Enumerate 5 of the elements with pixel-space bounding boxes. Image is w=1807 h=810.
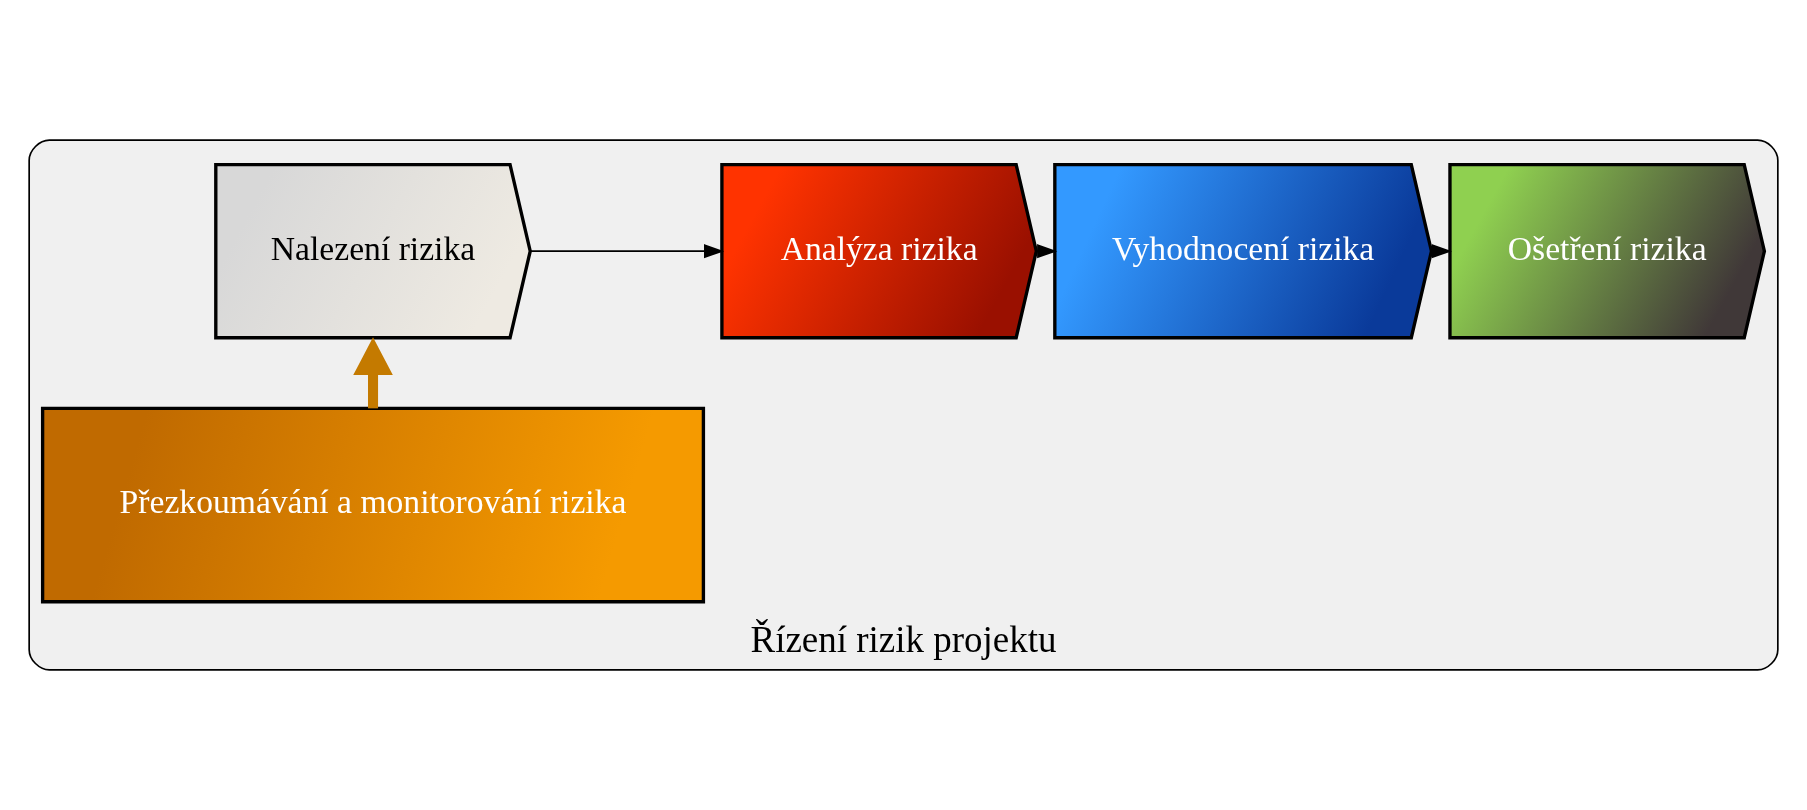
arrow (353, 337, 393, 409)
arrow (529, 244, 725, 259)
arrow (1037, 244, 1058, 259)
node-box: Přezkoumávání a monitorování rizika (40, 406, 706, 604)
arrow (1431, 244, 1453, 259)
